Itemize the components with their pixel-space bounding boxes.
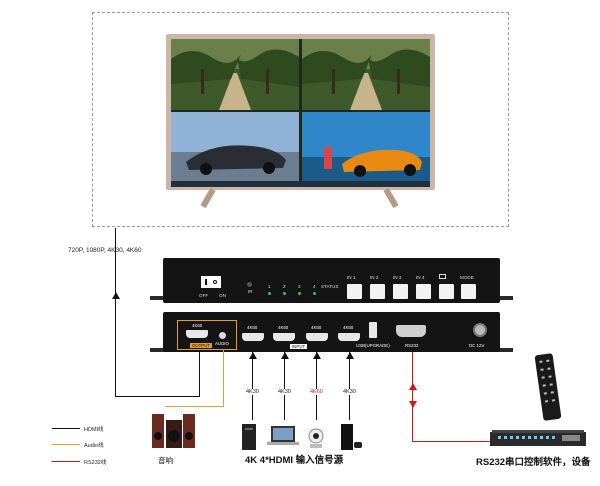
output-group	[177, 320, 237, 350]
quad-view-4	[302, 112, 430, 183]
hdmi-line-to-tv-vertical	[115, 228, 116, 396]
led-2	[283, 292, 286, 295]
input-port-label-4: 4K60	[343, 325, 354, 330]
hdmi-input-port-1[interactable]	[242, 333, 264, 341]
button-in4[interactable]	[416, 284, 431, 299]
arrow-up-to-tv	[112, 292, 120, 299]
arrow-up-3	[313, 352, 321, 359]
power-switch[interactable]	[201, 276, 221, 288]
audio-line-vertical	[223, 350, 224, 407]
arrow-up-4	[346, 352, 354, 359]
hdmi-input-port-2[interactable]	[273, 333, 295, 341]
hdmi-input-port-4[interactable]	[338, 333, 360, 341]
source-devices	[242, 424, 362, 450]
tv-screen	[171, 39, 430, 183]
audio-label: AUDIO	[215, 341, 229, 346]
input-line-1	[252, 352, 253, 420]
input-line-4	[349, 352, 350, 420]
led-label-4: 4	[313, 284, 316, 289]
output-port-label: 4K60	[192, 323, 203, 328]
speaker-caption: 音响	[158, 456, 173, 465]
power-off-label: OFF	[199, 293, 209, 298]
arrow-up-1	[249, 352, 257, 359]
input-res-2: 4K30	[278, 389, 291, 395]
legend-hdmi-label: HDMI线	[84, 427, 104, 433]
input-label: INPUT	[290, 344, 308, 349]
sources-caption: 4K 4*HDMI 输入信号源	[245, 455, 344, 466]
display-frame	[92, 12, 509, 227]
button-mode[interactable]	[461, 284, 476, 299]
input-res-3: 4K60	[310, 389, 323, 395]
usb-label: USB(UPGRADE)	[356, 343, 390, 348]
power-on-label: ON	[219, 293, 226, 298]
rs232-line-horizontal	[412, 441, 490, 442]
quad-view-1	[171, 39, 299, 110]
led-label-3: 3	[298, 284, 301, 289]
button-in2[interactable]	[370, 284, 385, 299]
rs232-line-vertical	[412, 352, 413, 442]
quad-view-3	[171, 112, 299, 183]
led-3	[298, 292, 301, 295]
button-in3[interactable]	[393, 284, 408, 299]
hdmi-output-port[interactable]	[186, 330, 208, 338]
input-res-4: 4K30	[343, 389, 356, 395]
arrow-up-2	[281, 352, 289, 359]
rear-panel: 4K60 AUDIO OUTPUT 4K60 4K60 4K60 4K60 IN…	[163, 312, 500, 352]
resolution-note: 720P, 1080P, 4K30, 4K60	[68, 247, 142, 254]
input-port-label-3: 4K60	[311, 325, 322, 330]
btn-label-in4: IN 4	[416, 275, 425, 280]
rs232-port[interactable]	[396, 325, 426, 337]
btn-label-in1: IN 1	[347, 275, 356, 280]
rs232-label: RS232	[405, 343, 419, 348]
layout-icon	[439, 274, 446, 279]
audio-line-horizontal	[165, 406, 224, 407]
quad-view-2	[302, 39, 430, 110]
ir-label: IR	[248, 289, 253, 294]
led-4	[313, 292, 316, 295]
btn-label-in3: IN 3	[393, 275, 402, 280]
input-res-1: 4K30	[246, 389, 259, 395]
status-label: STATUS	[321, 284, 339, 289]
legend-rs232-swatch	[52, 461, 80, 462]
hdmi-input-port-3[interactable]	[306, 333, 328, 341]
rs232-caption: RS232串口控制软件，设备	[476, 457, 591, 468]
input-port-label-1: 4K60	[247, 325, 258, 330]
btn-label-in2: IN 2	[370, 275, 379, 280]
ir-sensor	[247, 282, 252, 287]
tv-taskbar	[171, 181, 430, 187]
button-in1[interactable]	[347, 284, 362, 299]
remote-control-icon	[534, 353, 562, 421]
front-panel: OFF ON IR 1 2 3 4 STATUS IN 1 IN 2 IN 3 …	[163, 258, 500, 303]
hdmi-line-bottom	[115, 396, 200, 397]
audio-jack[interactable]	[219, 332, 226, 339]
legend-hdmi-swatch	[52, 428, 80, 429]
led-label-1: 1	[268, 284, 271, 289]
btn-label-mode: MODE	[460, 275, 474, 280]
legend-rs232-label: RS232线	[84, 460, 107, 466]
input-line-3	[316, 352, 317, 420]
output-label: OUTPUT	[190, 343, 213, 348]
hdmi-line-output-drop	[199, 350, 200, 397]
button-layout[interactable]	[439, 284, 454, 299]
input-port-label-2: 4K60	[278, 325, 289, 330]
arrow-up-rs232	[409, 383, 417, 390]
led-label-2: 2	[283, 284, 286, 289]
input-line-2	[284, 352, 285, 420]
usb-port[interactable]	[369, 322, 377, 338]
dc-power-jack[interactable]	[473, 323, 487, 337]
led-1	[268, 292, 271, 295]
legend-audio-label: Audio线	[84, 443, 104, 449]
arrow-down-rs232	[409, 401, 417, 408]
legend-audio-swatch	[52, 444, 80, 445]
speaker-icon	[152, 414, 195, 448]
rs232-control-device	[490, 430, 586, 446]
dc-label: DC 12V	[469, 343, 485, 348]
